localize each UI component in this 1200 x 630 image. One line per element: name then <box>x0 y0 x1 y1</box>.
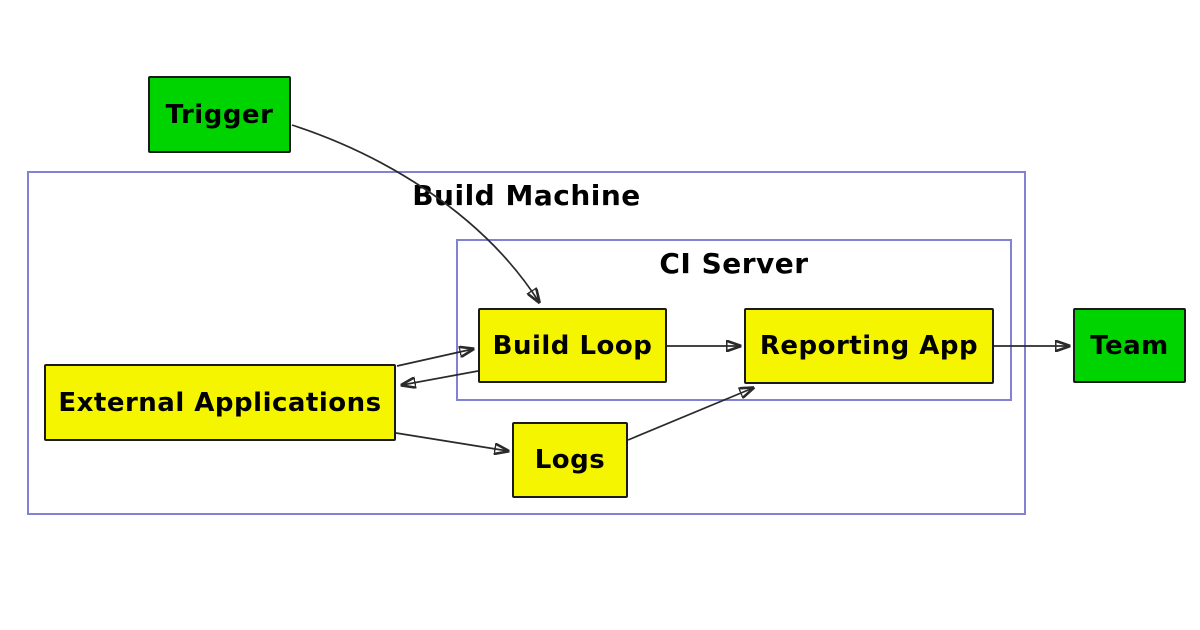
node-trigger: Trigger <box>148 76 291 153</box>
node-build-loop-label: Build Loop <box>492 330 653 361</box>
node-team: Team <box>1073 308 1186 383</box>
node-external-applications-label: External Applications <box>58 387 382 418</box>
node-logs-label: Logs <box>534 445 606 475</box>
container-ci-server-label: CI Server <box>659 247 809 280</box>
node-logs: Logs <box>512 422 628 498</box>
node-build-loop: Build Loop <box>478 308 667 383</box>
node-team-label: Team <box>1090 330 1169 361</box>
container-build-machine-label: Build Machine <box>412 179 641 212</box>
node-trigger-label: Trigger <box>165 99 274 130</box>
node-reporting-app: Reporting App <box>744 308 994 384</box>
node-reporting-app-label: Reporting App <box>759 331 979 361</box>
node-external-applications: External Applications <box>44 364 396 441</box>
